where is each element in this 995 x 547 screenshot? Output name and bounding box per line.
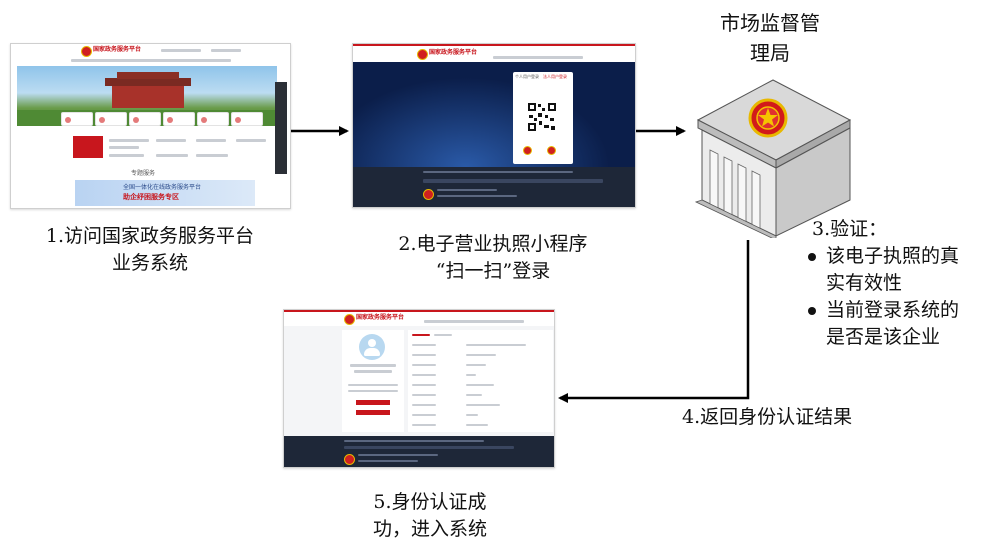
emblem-icon (423, 189, 434, 200)
portal-topic-banner[interactable]: 全国一体化在线政务服务平台 助企纾困服务专区 (75, 180, 255, 206)
portal-nav (71, 59, 241, 63)
bullet-icon (808, 307, 816, 315)
service-tile[interactable] (129, 112, 161, 126)
home-site-title: 国家政务服务平台 (356, 314, 405, 321)
step5-caption: 5.身份认证成 功，进入系统 (372, 491, 487, 540)
home-footer (284, 436, 554, 467)
profile-red-button[interactable] (356, 400, 390, 405)
emblem-icon (344, 454, 355, 465)
step3-block: 3.验证： 该电子执照的真 实有效性 当前登录系统的 是否是该企业 (800, 216, 995, 351)
service-tile[interactable] (231, 112, 263, 126)
avatar-icon (359, 334, 385, 360)
login-card: 个人用户登录 法人用户登录 (513, 72, 573, 164)
step2-caption: 2.电子营业执照小程序 “扫一扫”登录 (398, 233, 588, 282)
national-emblem-icon (748, 98, 788, 138)
step3-title: 3.验证： (812, 218, 888, 240)
qr-login-screenshot: 国家政务服务平台 个人用户登录 法人用户登录 (352, 43, 636, 208)
government-building-icon (694, 79, 852, 238)
step1-caption: 1.访问国家政务服务平台 业务系统 (45, 225, 255, 274)
emblem-icon (523, 146, 532, 155)
national-emblem-icon (417, 49, 428, 60)
tab-personal-login[interactable]: 个人用户登录 (515, 74, 539, 79)
portal-section-title: 专题服务 (131, 170, 156, 177)
service-tile[interactable] (95, 112, 127, 126)
tab-legal-login[interactable]: 法人用户登录 (543, 74, 567, 79)
national-emblem-icon (344, 314, 355, 325)
portal-home-screenshot: 国家政务服务平台 专题服务 全国一体化在线政务服务平台 助企纾困服务专区 (10, 43, 291, 209)
bullet-icon (808, 253, 816, 261)
portal-header: 国家政务服务平台 (11, 44, 290, 58)
agency-title: 市场监督管 理局 (720, 11, 820, 65)
arrow-left-icon (558, 240, 750, 403)
profile-card (342, 330, 404, 432)
profile-red-button[interactable] (356, 410, 390, 415)
emblem-icon (547, 146, 556, 155)
national-emblem-icon (81, 46, 92, 57)
logged-in-screenshot: 国家政务服务平台 (283, 309, 555, 468)
service-tile[interactable] (163, 112, 195, 126)
qr-code-icon (527, 102, 557, 132)
tiananmen-gate-image (112, 84, 184, 108)
login-footer (353, 167, 635, 207)
login-site-title: 国家政务服务平台 (429, 49, 478, 56)
service-tile[interactable] (61, 112, 93, 126)
info-panel (408, 330, 553, 432)
step4-caption: 4.返回身份认证结果 (682, 406, 853, 428)
home-header: 国家政务服务平台 (284, 310, 554, 326)
portal-red-block[interactable] (73, 136, 103, 158)
login-header: 国家政务服务平台 (353, 44, 635, 62)
service-tile[interactable] (197, 112, 229, 126)
starfield-background (353, 62, 635, 167)
portal-side-toolbar[interactable] (275, 82, 287, 174)
portal-site-title: 国家政务服务平台 (93, 46, 142, 53)
